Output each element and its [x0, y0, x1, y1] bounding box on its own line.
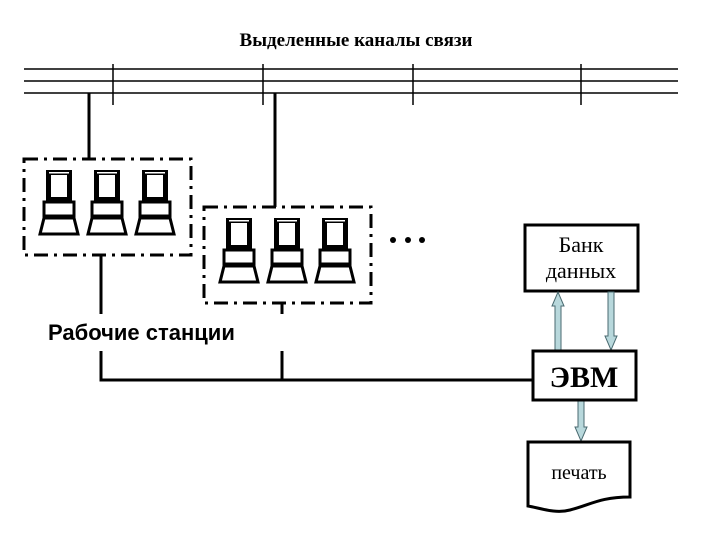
computer-icon: [314, 218, 356, 284]
diagram-title: Выделенные каналы связи: [240, 30, 473, 51]
arrow-down-to-printout-icon: [574, 400, 588, 443]
database-label-line2: данных: [546, 258, 616, 283]
ellipsis: [390, 237, 425, 243]
computer-icon: [38, 170, 80, 236]
printout-label: печать: [551, 462, 606, 484]
database-label-line1: Банк: [559, 232, 604, 257]
arrows: [551, 290, 618, 443]
workstations-label: Рабочие станции: [48, 320, 235, 345]
computer-icon: [218, 218, 260, 284]
computer-icon: [266, 218, 308, 284]
ellipsis-dot: [419, 237, 425, 243]
workstation-group-2: [202, 205, 373, 305]
computer-box: [531, 349, 638, 402]
ellipsis-dot: [405, 237, 411, 243]
printout-document: [526, 440, 632, 513]
computer-icon: [134, 170, 176, 236]
dedicated-channels: [24, 64, 678, 105]
computer-label: ЭВМ: [550, 361, 619, 394]
computer-icon: [86, 170, 128, 236]
arrow-up-to-database-icon: [551, 290, 565, 351]
arrow-down-to-computer-icon: [604, 291, 618, 352]
bus-line: [99, 351, 532, 382]
workstation-group-1: [22, 157, 193, 257]
database-box: [523, 223, 640, 293]
local-bus: [99, 255, 532, 382]
ellipsis-dot: [390, 237, 396, 243]
computers: [38, 170, 356, 284]
